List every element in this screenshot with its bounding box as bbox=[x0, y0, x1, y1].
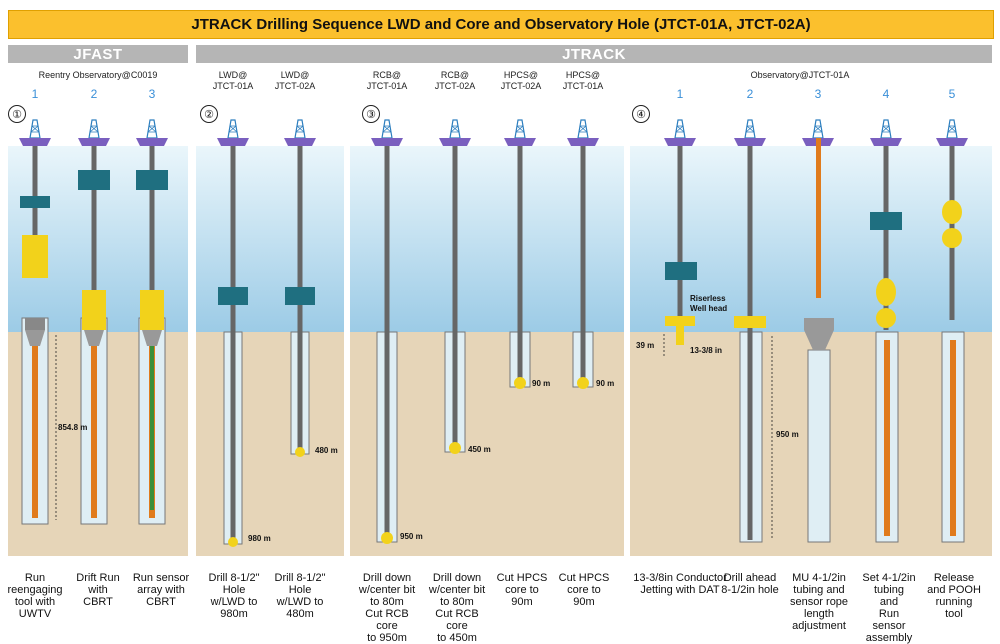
depth-label: 950 m bbox=[400, 532, 423, 541]
step-number: 5 bbox=[948, 87, 956, 101]
group-3-label-1: RCB@ JTCT-01A bbox=[366, 70, 408, 91]
step-caption: Drill down w/center bit to 80m Cut RCB c… bbox=[358, 572, 416, 644]
step-caption: MU 4-1/2in tubing and sensor rope length… bbox=[789, 572, 849, 632]
step-number: 3 bbox=[814, 87, 822, 101]
lwd-rigs bbox=[216, 119, 317, 147]
depth-label: 980 m bbox=[248, 534, 271, 543]
step-number: 4 bbox=[882, 87, 890, 101]
observatory-tools bbox=[665, 200, 962, 345]
core-bits bbox=[381, 377, 589, 544]
step-caption: Drill ahead 8-1/2in hole bbox=[721, 572, 779, 596]
group-marker-3: ③ bbox=[362, 105, 380, 123]
step-caption: 13-3/8in Conductor Jetting with DAT bbox=[633, 572, 727, 596]
group-2-label-2: LWD@ JTCT-02A bbox=[274, 70, 316, 91]
step-caption: Cut HPCS core to 90m bbox=[558, 572, 610, 608]
depth-label: 480 m bbox=[315, 446, 338, 455]
step-caption: Drill 8-1/2" Hole w/LWD to 480m bbox=[274, 572, 326, 620]
sensor-rope bbox=[816, 138, 821, 298]
group-3-label-4: HPCS@ JTCT-01A bbox=[562, 70, 604, 91]
core-holes bbox=[376, 331, 594, 543]
step-caption: Drill 8-1/2" Hole w/LWD to 980m bbox=[208, 572, 260, 620]
step-caption: Run sensor array with CBRT bbox=[132, 572, 190, 608]
page-title: JTRACK Drilling Sequence LWD and Core an… bbox=[8, 10, 994, 39]
step-caption: Drill down w/center bit to 80m Cut RCB c… bbox=[428, 572, 486, 644]
step-caption: Run reengaging tool with UWTV bbox=[7, 572, 63, 620]
lwd-drill-strings bbox=[230, 146, 303, 540]
observatory-holes bbox=[739, 318, 965, 543]
section-bar-jtrack: JTRACK bbox=[196, 45, 992, 63]
jfast-tools bbox=[20, 170, 168, 330]
step-number: 2 bbox=[746, 87, 754, 101]
step-caption: Release and POOH running tool bbox=[927, 572, 981, 620]
lwd-tools bbox=[218, 287, 315, 547]
step-number: 2 bbox=[90, 87, 98, 101]
step-caption: Drift Run with CBRT bbox=[76, 572, 120, 608]
lwd-holes bbox=[223, 331, 310, 545]
depth-label: 950 m bbox=[776, 430, 799, 439]
step-caption: Set 4-1/2in tubing and Run sensor assemb… bbox=[862, 572, 916, 644]
group-3-label-2: RCB@ JTCT-02A bbox=[434, 70, 476, 91]
casing-size-label: 13-3/8 in bbox=[690, 346, 723, 355]
riserless-wellhead-label: Riserless Well head bbox=[690, 294, 728, 313]
depth-label: 39 m bbox=[636, 341, 655, 350]
depth-label: 450 m bbox=[468, 445, 491, 454]
depth-label: 90 m bbox=[532, 379, 551, 388]
group-3-label-3: HPCS@ JTCT-02A bbox=[500, 70, 542, 91]
depth-label: 854.8 m bbox=[58, 423, 88, 432]
section-bar-jfast: JFAST bbox=[8, 45, 188, 63]
group-marker-2: ② bbox=[200, 105, 218, 123]
step-caption: Cut HPCS core to 90m bbox=[496, 572, 548, 608]
group-marker-4: ④ bbox=[632, 105, 650, 123]
step-number: 1 bbox=[676, 87, 684, 101]
group-1-label: Reentry Observatory@C0019 bbox=[38, 70, 158, 80]
group-4-label: Observatory@JTCT-01A bbox=[750, 70, 850, 80]
depth-label: 90 m bbox=[596, 379, 615, 388]
jfast-rig bbox=[18, 119, 169, 147]
group-2-label-1: LWD@ JTCT-01A bbox=[212, 70, 254, 91]
core-rigs bbox=[370, 119, 600, 147]
jfast-holes bbox=[21, 317, 166, 525]
core-drill-strings bbox=[384, 146, 586, 538]
group-marker-1: ① bbox=[8, 105, 26, 123]
step-number: 3 bbox=[148, 87, 156, 101]
step-number: 1 bbox=[31, 87, 39, 101]
